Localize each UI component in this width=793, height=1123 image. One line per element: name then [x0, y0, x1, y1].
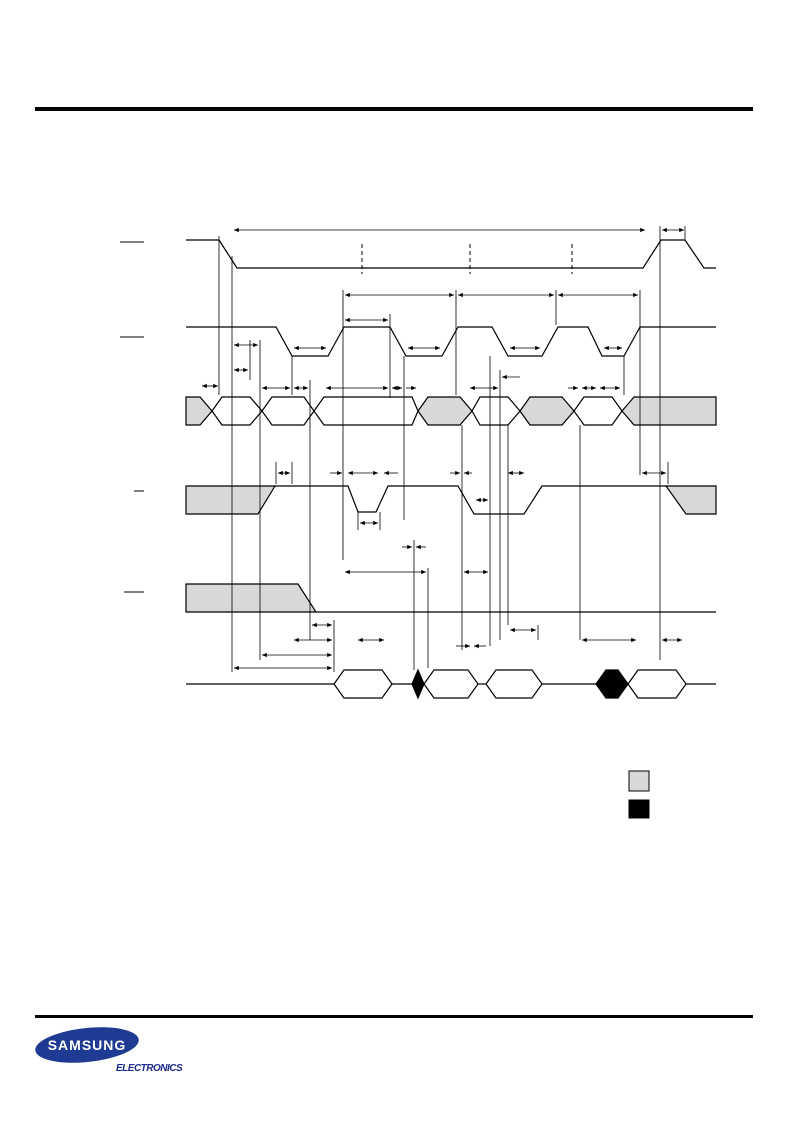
reference-lines [218, 226, 686, 672]
waveform-5 [185, 583, 716, 613]
header-rule [35, 107, 753, 111]
footer-rule [35, 1015, 753, 1018]
samsung-logo-icon: SAMSUNG [35, 1027, 139, 1063]
legend [628, 770, 650, 819]
legend-black-box [628, 799, 650, 819]
waveform-4 [185, 485, 717, 515]
waveform-2 [186, 326, 716, 357]
waveform-1 [186, 239, 716, 274]
legend-gray-box [628, 770, 650, 792]
timing-arrows [202, 227, 684, 671]
signal-overbars [120, 241, 144, 593]
waveform-6-data [186, 668, 716, 700]
logo-subtitle: ELECTRONICS [116, 1063, 183, 1074]
waveform-3-bus [185, 396, 717, 426]
logo-text: SAMSUNG [48, 1037, 127, 1053]
